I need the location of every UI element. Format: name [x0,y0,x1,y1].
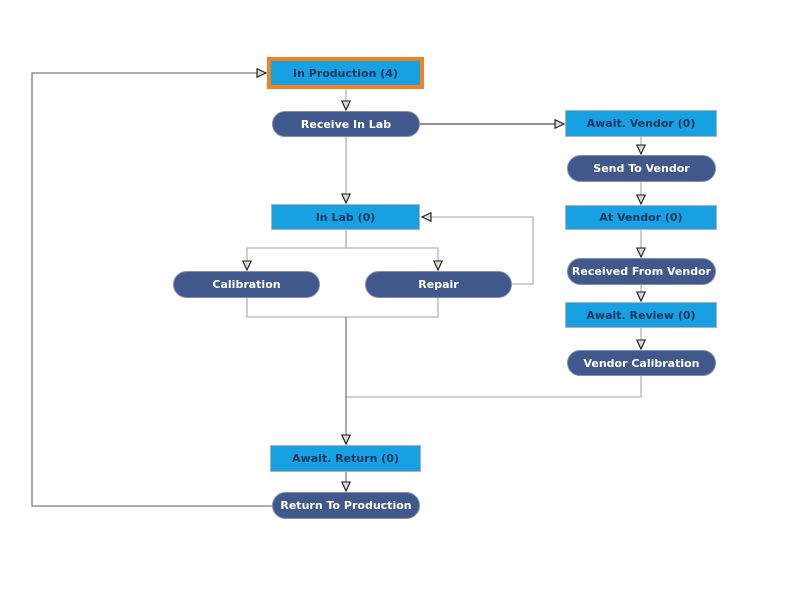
arrowhead-in-production [256,67,268,79]
arrowhead-calibration [241,260,253,272]
connector-repair-to-merge-point [346,298,439,318]
node-await-return[interactable]: Await. Return (0) [270,445,421,472]
arrowhead-send-to-vendor [635,144,647,156]
arrowhead-await-vendor [554,118,566,130]
arrowhead-await-return [340,434,352,446]
arrowhead-return-to-production [340,481,352,493]
node-receive-in-lab[interactable]: Receive In Lab [272,111,420,137]
node-in-production[interactable]: In Production (4) [267,57,424,89]
node-received-from-vendor[interactable]: Received From Vendor [567,258,716,285]
arrowhead-repair [432,260,444,272]
node-vendor-calibration[interactable]: Vendor Calibration [567,350,716,376]
arrowhead-in-lab [420,211,432,223]
node-calibration[interactable]: Calibration [173,271,320,298]
connector-in-lab-to-calibration [246,230,347,270]
arrowhead-await-review [635,291,647,303]
node-await-vendor[interactable]: Await. Vendor (0) [565,110,717,137]
arrowhead-at-vendor [635,194,647,206]
node-in-lab[interactable]: In Lab (0) [271,204,420,230]
node-at-vendor[interactable]: At Vendor (0) [565,205,717,230]
arrowhead-received-from-vendor [635,247,647,259]
arrowhead-in-lab [340,193,352,205]
connector-vendor-calibration-to-merge-line [346,376,642,398]
node-repair[interactable]: Repair [365,271,512,298]
connector-calibration-to-merge-point [246,298,346,318]
node-send-to-vendor[interactable]: Send To Vendor [567,155,716,182]
node-await-review[interactable]: Await. Review (0) [565,302,717,328]
node-return-to-production[interactable]: Return To Production [272,492,420,519]
connector-in-lab-to-repair [345,230,439,270]
connector-return-to-production-to-in-production [31,72,272,507]
arrowhead-vendor-calibration [635,339,647,351]
arrowhead-receive-in-lab [340,100,352,112]
connector-repair-to-in-lab [422,216,534,285]
